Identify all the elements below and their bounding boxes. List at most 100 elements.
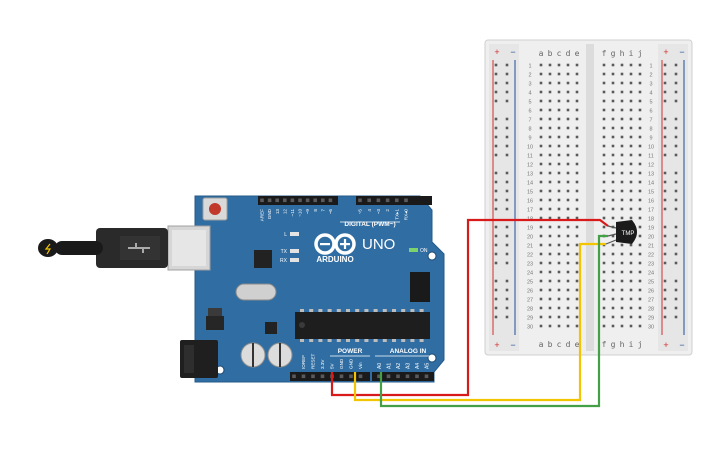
chip-pin <box>318 309 323 312</box>
header-pin[interactable] <box>275 198 279 203</box>
icsp-header-body <box>410 272 430 302</box>
digital-header-pins <box>260 198 408 203</box>
breadboard-hole <box>602 270 606 274</box>
header-pin[interactable] <box>321 198 325 203</box>
header-pin[interactable] <box>404 198 408 203</box>
breadboard-hole <box>602 279 606 283</box>
wires[interactable] <box>330 218 609 408</box>
wire-gnd-yellow[interactable] <box>353 242 606 402</box>
rail-hole <box>674 243 678 247</box>
rail-hole <box>663 198 667 202</box>
rail-hole <box>494 117 498 121</box>
breadboard-hole <box>548 270 552 274</box>
breadboard-hole <box>638 180 642 184</box>
breadboard-hole <box>629 117 633 121</box>
chip-pins <box>300 309 424 342</box>
row-number: 7 <box>528 118 531 124</box>
row-number: 27 <box>648 298 654 304</box>
breadboard-hole <box>602 90 606 94</box>
rail-hole <box>674 279 678 283</box>
breadboard-hole <box>566 108 570 112</box>
header-pin[interactable] <box>305 198 310 203</box>
header-pin[interactable] <box>298 198 302 203</box>
breadboard-hole <box>566 135 570 139</box>
column-letter: a <box>539 340 544 349</box>
row-number: 9 <box>528 136 531 142</box>
rail-left-plus-sign: + <box>494 47 499 57</box>
header-pin[interactable] <box>386 374 391 379</box>
reset-button[interactable] <box>209 203 221 215</box>
rail-hole <box>674 135 678 139</box>
breadboard[interactable]: + − + − + − + − a b c d e f g h i j a b … <box>484 39 693 356</box>
led-tx <box>290 249 299 253</box>
column-letter: f <box>602 49 607 58</box>
breadboard-hole <box>620 135 624 139</box>
breadboard-hole <box>548 108 552 112</box>
header-pin[interactable] <box>283 198 287 203</box>
breadboard-hole <box>557 243 561 247</box>
header-pin[interactable] <box>311 374 315 379</box>
breadboard-hole <box>575 216 579 220</box>
chip-pin <box>401 339 406 342</box>
row-number: 14 <box>648 181 654 187</box>
tmp36-sensor[interactable]: TMP <box>605 220 637 245</box>
header-pin[interactable] <box>292 374 296 379</box>
rail-hole <box>663 99 667 103</box>
breadboard-hole <box>629 324 633 328</box>
breadboard-hole <box>575 153 579 157</box>
header-pin[interactable] <box>424 374 429 379</box>
header-pin[interactable] <box>328 198 333 203</box>
digital-pin-label: 13 <box>275 209 280 215</box>
row-number: 26 <box>527 289 533 295</box>
header-pin[interactable] <box>396 374 400 379</box>
breadboard-hole <box>602 288 606 292</box>
wire-a0-green[interactable] <box>379 234 608 408</box>
rail-hole <box>505 126 509 130</box>
sensor-lead <box>607 233 617 237</box>
breadboard-hole <box>566 198 570 202</box>
breadboard-hole <box>602 162 606 166</box>
breadboard-hole <box>575 135 579 139</box>
header-pin[interactable] <box>290 198 295 203</box>
breadboard-hole <box>575 279 579 283</box>
breadboard-center-groove <box>586 44 594 351</box>
header-pin[interactable] <box>320 374 325 379</box>
header-pin[interactable] <box>395 198 399 203</box>
header-pin[interactable] <box>339 374 344 379</box>
breadboard-hole <box>611 207 615 211</box>
header-pin[interactable] <box>313 198 317 203</box>
digital-header-label: DIGITAL (PWM~) <box>344 221 395 228</box>
breadboard-hole <box>548 162 552 166</box>
header-pin[interactable] <box>358 198 362 203</box>
header-pin[interactable] <box>349 374 353 379</box>
header-pin[interactable] <box>260 198 264 203</box>
rail-hole <box>494 144 498 148</box>
breadboard-hole <box>557 324 561 328</box>
header-pin[interactable] <box>405 374 410 379</box>
row-number: 1 <box>649 64 652 70</box>
wire-5v-red[interactable] <box>330 218 609 397</box>
header-pin[interactable] <box>377 374 381 379</box>
header-pin[interactable] <box>358 374 363 379</box>
breadboard-hole <box>539 261 543 265</box>
column-letter: b <box>548 49 553 58</box>
breadboard-hole <box>611 117 615 121</box>
header-pin[interactable] <box>415 374 419 379</box>
breadboard-hole <box>629 306 633 310</box>
breadboard-hole <box>557 234 561 238</box>
header-pin[interactable] <box>301 374 306 379</box>
arduino-model-text: UNO <box>362 236 395 253</box>
breadboard-hole <box>548 72 552 76</box>
header-pin[interactable] <box>376 198 381 203</box>
row-number: 4 <box>649 91 652 97</box>
header-pin[interactable] <box>367 198 371 203</box>
breadboard-hole <box>602 189 606 193</box>
row-number: 7 <box>649 118 652 124</box>
header-pin[interactable] <box>385 198 390 203</box>
rail-hole <box>505 135 509 139</box>
header-pin[interactable] <box>267 198 272 203</box>
